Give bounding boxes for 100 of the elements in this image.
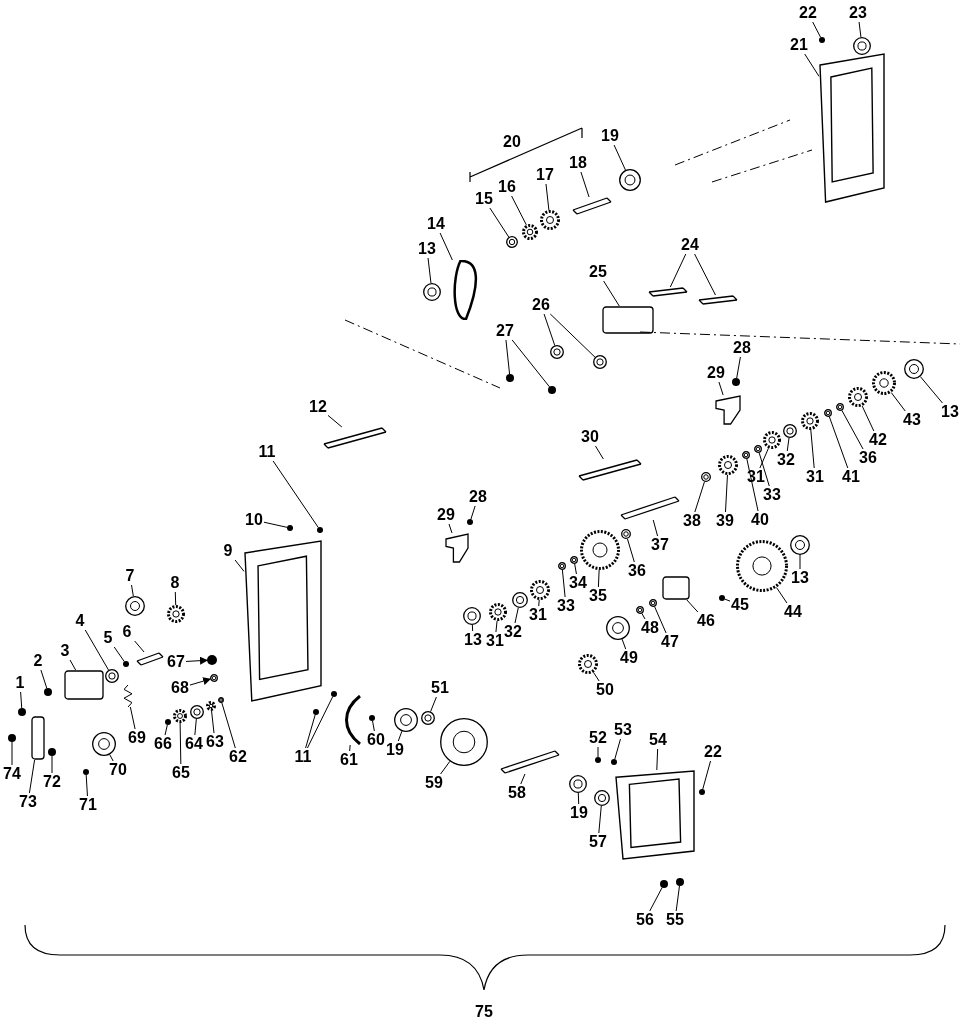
leader-line [613,144,626,171]
bolt [819,37,825,43]
callout-number: 55 [666,912,684,928]
callout-number: 22 [704,744,722,760]
callout-number: 7 [125,568,135,584]
gear [718,455,738,475]
leader-line [621,638,627,650]
callout-number: 56 [636,912,654,928]
ring [92,732,116,756]
leader-line [440,760,451,775]
bolt [506,374,514,382]
ring [463,607,481,625]
leader-line [194,718,197,736]
leader-line [511,339,550,388]
callout-number: 13 [791,570,809,586]
callout-number: 19 [386,742,404,758]
leader-line [861,405,875,432]
leader-line [234,559,245,572]
leader-line [580,171,590,198]
callout-number: 42 [869,432,887,448]
ring [594,790,610,806]
leader-line [669,253,687,288]
bolt [18,708,26,716]
leader-line [736,356,741,379]
bolt [660,880,668,888]
gear [540,210,560,230]
leader-line [549,313,596,358]
bracket-plate [31,716,45,760]
leader-line [804,53,820,77]
leader-line [489,207,510,238]
leader-line [129,706,136,730]
bolt [123,661,129,667]
bolt [317,527,323,533]
chain-loop [452,260,480,320]
ring [394,708,418,732]
leader-line [84,629,109,671]
callout-number: 15 [475,191,493,207]
leader-line [919,376,943,404]
leader-line [470,505,476,520]
callout-number: 35 [589,588,607,604]
leader-line [724,598,731,602]
ring [210,674,218,682]
leader-line [702,760,712,790]
callout-number: 67 [167,654,185,670]
callout-number: 48 [641,620,659,636]
leader-line [598,805,602,834]
callout-number: 19 [570,805,588,821]
leader-line [40,669,48,689]
callout-number: 12 [309,399,327,415]
gear [206,701,216,711]
callout-number: 11 [258,444,276,460]
leader-line [211,710,215,734]
callout-number: 33 [557,598,575,614]
leader-line [694,253,716,296]
ring [423,283,441,301]
callout-number: 4 [75,613,85,629]
callout-number: 71 [79,797,97,813]
bracket-plate [602,306,654,334]
leader-line [725,474,728,513]
callout-number: 36 [859,450,877,466]
leader-line [495,620,498,633]
callout-number: 34 [569,575,587,591]
callout-number: 62 [229,749,247,765]
callout-number: 61 [340,752,358,768]
leader-line [85,774,88,797]
shaft [698,295,738,305]
callout-number: 45 [731,597,749,613]
leader-line [51,755,53,774]
ring [649,599,657,607]
callout-number: 31 [486,633,504,649]
leader-line [810,429,815,469]
shift-fork [715,395,741,425]
callout-number: 68 [171,680,189,696]
callout-number: 32 [504,624,522,640]
leader-line [828,416,849,469]
leader-line [305,714,316,749]
callout-number: 26 [532,297,550,313]
callout-number: 54 [649,732,667,748]
gear [489,603,507,621]
leader-line [890,392,906,412]
leader-line [221,702,236,749]
ring [190,705,204,719]
ring [512,592,528,608]
callout-number: 2 [33,653,43,669]
callout-number: 19 [601,128,619,144]
callout-number: 58 [508,785,526,801]
leader-line [545,183,550,211]
leader-line [505,339,511,375]
ring [619,169,641,191]
callout-number: 75 [474,1004,494,1020]
callout-number: 13 [418,241,436,257]
ring [701,472,711,482]
gear [530,580,550,600]
bracket-plate [64,670,104,700]
callout-number: 28 [469,489,487,505]
ring [790,535,810,555]
bracket-plate [662,576,690,600]
leader-line [786,437,790,452]
leader-line [776,587,788,604]
bolt [611,759,617,765]
